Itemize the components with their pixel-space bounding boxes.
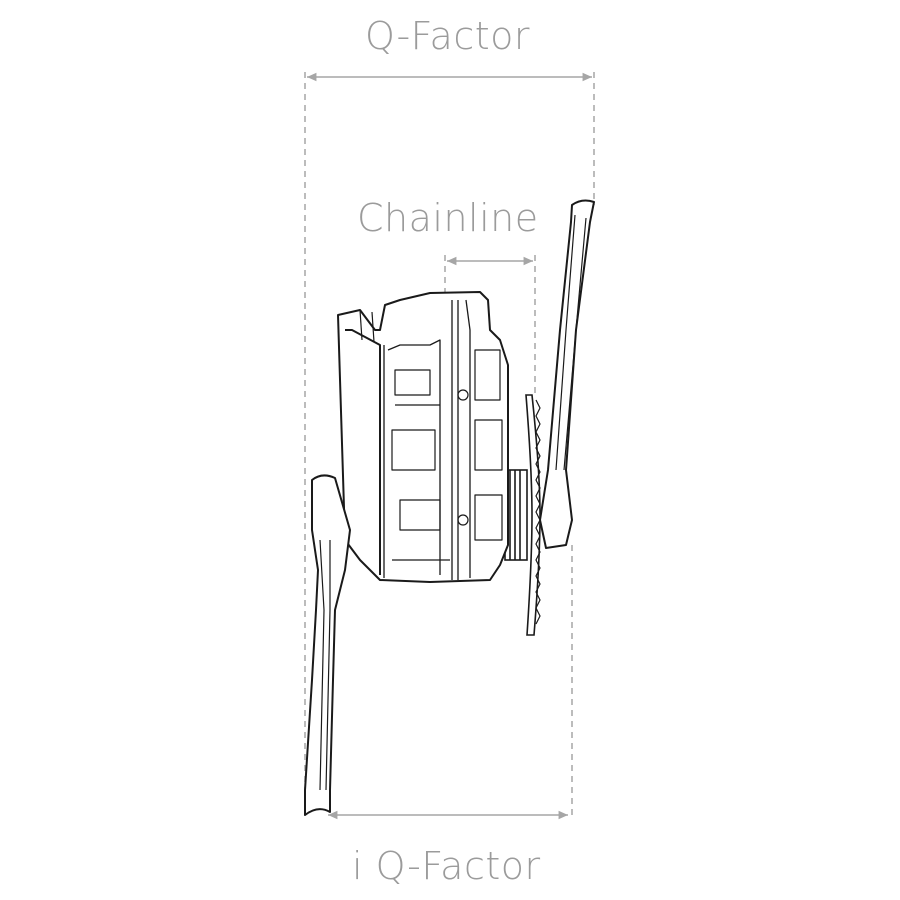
left-crank-arm xyxy=(304,474,351,816)
i-q-factor-label: i Q-Factor xyxy=(352,844,541,888)
q-factor-dimension xyxy=(304,72,595,815)
right-crank-arm xyxy=(539,199,595,549)
chainline-label: Chainline xyxy=(357,196,539,240)
i-q-factor-dimension xyxy=(328,545,573,820)
motor-housing xyxy=(337,291,509,583)
chainring xyxy=(525,394,541,636)
q-factor-label: Q-Factor xyxy=(365,14,530,58)
